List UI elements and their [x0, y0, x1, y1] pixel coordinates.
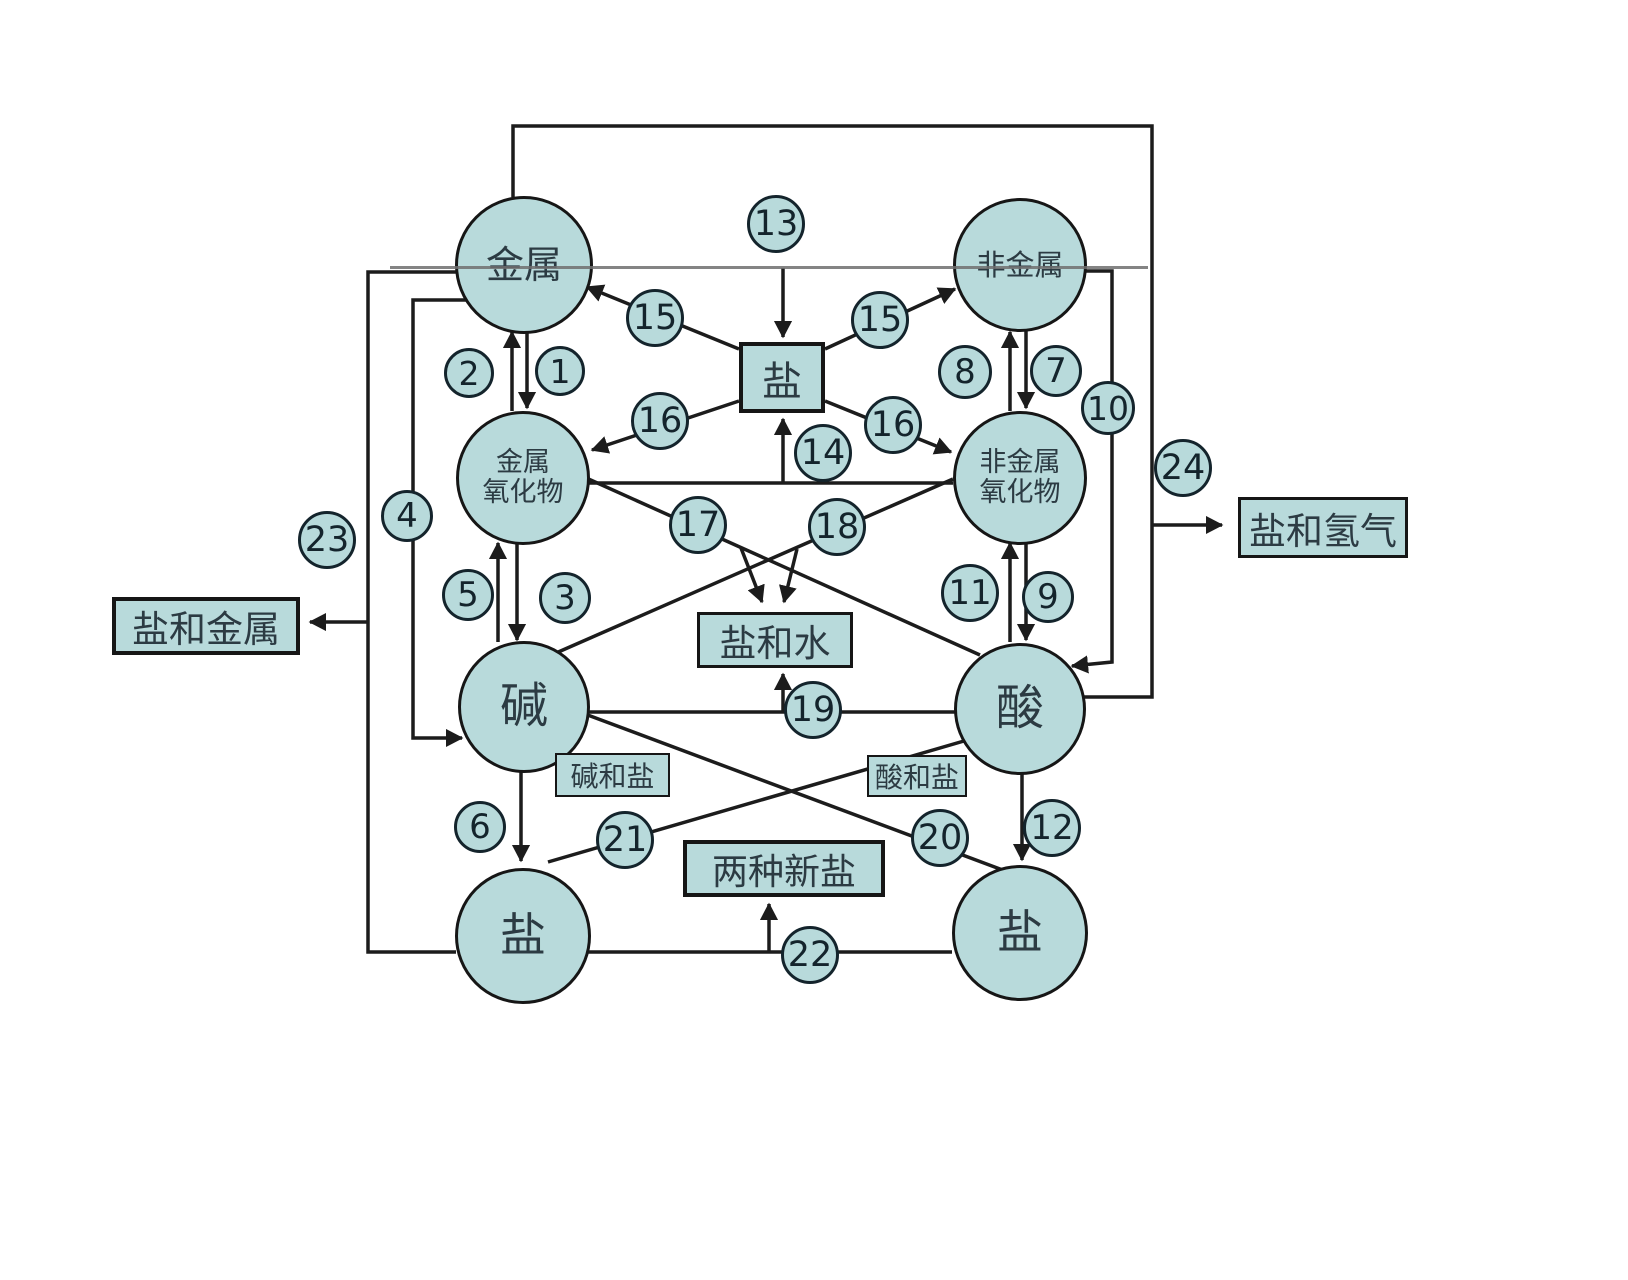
box-salt-and-hydrogen-label: 盐和氢气	[1249, 509, 1397, 553]
reaction-13-label: 13	[753, 204, 799, 244]
reaction-13-badge: 13	[747, 195, 805, 253]
reaction-24-label: 24	[1160, 448, 1206, 488]
metal-oxide-acid-diagonal-17	[583, 475, 981, 657]
reaction-23-label: 23	[304, 520, 350, 560]
reaction-9-label: 9	[1037, 577, 1059, 617]
box-acid-and-salt: 酸和盐	[867, 755, 967, 797]
reaction-2-label: 2	[458, 353, 480, 393]
reaction-21-badge: 21	[596, 811, 654, 869]
reaction-1-label: 1	[549, 351, 571, 391]
reaction-11-label: 11	[948, 573, 992, 613]
reaction-3-label: 3	[554, 578, 576, 618]
reaction-18-badge: 18	[808, 498, 866, 556]
reaction-17-badge: 17	[669, 496, 727, 554]
node-nonmetal-label: 非金属	[976, 247, 1064, 282]
box-salt-and-water: 盐和水	[697, 612, 853, 668]
metal-acid-outer-path	[511, 124, 1154, 699]
reaction-8-badge: 8	[938, 345, 992, 399]
reaction-15-right-label: 15	[857, 300, 903, 340]
reaction-5-badge: 5	[442, 569, 494, 621]
reaction-14-label: 14	[800, 433, 846, 473]
box-salt-center: 盐	[739, 342, 825, 413]
reaction-11-badge: 11	[941, 564, 999, 622]
reaction-6-label: 6	[469, 807, 491, 847]
reaction-9-badge: 9	[1022, 571, 1074, 623]
nonmetal-acid-path-10	[1070, 269, 1114, 674]
reaction-2-badge: 2	[444, 348, 494, 398]
node-metal-oxide-label-line1: 金属	[496, 446, 550, 478]
node-acid-label: 酸	[995, 680, 1044, 737]
scan-fold-line	[390, 266, 1148, 269]
reaction-16-left-badge: 16	[631, 392, 689, 450]
reaction-7-label: 7	[1045, 351, 1067, 391]
reaction-3-badge: 3	[539, 572, 591, 624]
node-metal-label: 金属	[485, 242, 562, 287]
node-base: 碱	[458, 641, 590, 773]
reaction-23-badge: 23	[298, 511, 356, 569]
reaction-5-label: 5	[457, 575, 479, 615]
node-acid: 酸	[954, 643, 1086, 775]
box-two-new-salts: 两种新盐	[683, 840, 885, 897]
reaction-15-right-badge: 15	[851, 291, 909, 349]
box-salt-and-water-label: 盐和水	[719, 622, 831, 665]
node-salt-bottom-right: 盐	[952, 865, 1088, 1001]
box-salt-and-hydrogen: 盐和氢气	[1238, 497, 1408, 558]
node-salt-bottom-left-label: 盐	[500, 908, 546, 963]
reaction-10-label: 10	[1087, 388, 1129, 428]
reaction-14-badge: 14	[794, 424, 852, 482]
metal-salt-outer-path	[366, 270, 456, 954]
nonmetal-oxide-base-diagonal-18	[555, 477, 954, 655]
reaction-15-left-label: 15	[632, 298, 678, 338]
reaction-6-badge: 6	[454, 801, 506, 853]
node-nonmetal-oxide-label-line1: 非金属	[979, 446, 1061, 478]
node-nonmetal: 非金属	[953, 198, 1087, 332]
reaction-16-left-label: 16	[637, 401, 683, 441]
reaction-16-right-label: 16	[870, 405, 916, 445]
node-metal: 金属	[455, 196, 593, 334]
reaction-4-badge: 4	[381, 490, 433, 542]
reaction-19-badge: 19	[784, 681, 842, 739]
reaction-17-label: 17	[675, 505, 721, 545]
reaction-22-label: 22	[787, 935, 833, 975]
box-base-and-salt: 碱和盐	[555, 753, 670, 797]
reaction-21-label: 21	[602, 820, 648, 860]
node-base-label: 碱	[499, 678, 548, 735]
node-salt-bottom-left: 盐	[455, 868, 591, 1004]
reaction-8-label: 8	[954, 352, 976, 392]
node-nonmetal-oxide-label-line2: 氧化物	[979, 477, 1061, 508]
arrow-17-salt-water	[739, 547, 765, 604]
reaction-18-label: 18	[814, 507, 860, 547]
box-two-new-salts-label: 两种新盐	[711, 851, 856, 893]
reaction-20-label: 20	[917, 818, 963, 858]
node-nonmetal-oxide: 非金属 氧化物	[953, 411, 1087, 545]
node-salt-bottom-right-label: 盐	[997, 905, 1043, 960]
node-metal-oxide: 金属 氧化物	[456, 411, 590, 545]
reaction-12-label: 12	[1030, 808, 1074, 848]
reaction-4-label: 4	[396, 496, 418, 536]
box-salt-center-label: 盐	[762, 358, 802, 405]
reaction-22-badge: 22	[781, 926, 839, 984]
box-salt-and-metal-label: 盐和金属	[132, 608, 280, 651]
box-base-and-salt-label: 碱和盐	[570, 760, 655, 793]
reaction-10-badge: 10	[1081, 381, 1135, 435]
reaction-7-badge: 7	[1030, 345, 1082, 397]
box-salt-and-metal: 盐和金属	[112, 597, 300, 655]
reaction-24-badge: 24	[1154, 439, 1212, 497]
reaction-1-badge: 1	[535, 346, 585, 396]
arrow-18-salt-water	[778, 548, 799, 604]
reaction-15-left-badge: 15	[626, 289, 684, 347]
box-acid-and-salt-label: 酸和盐	[874, 761, 959, 794]
reaction-12-badge: 12	[1023, 799, 1081, 857]
node-metal-oxide-label-line2: 氧化物	[482, 477, 564, 508]
reaction-19-label: 19	[790, 690, 836, 730]
reaction-20-badge: 20	[911, 809, 969, 867]
reaction-16-right-badge: 16	[864, 396, 922, 454]
